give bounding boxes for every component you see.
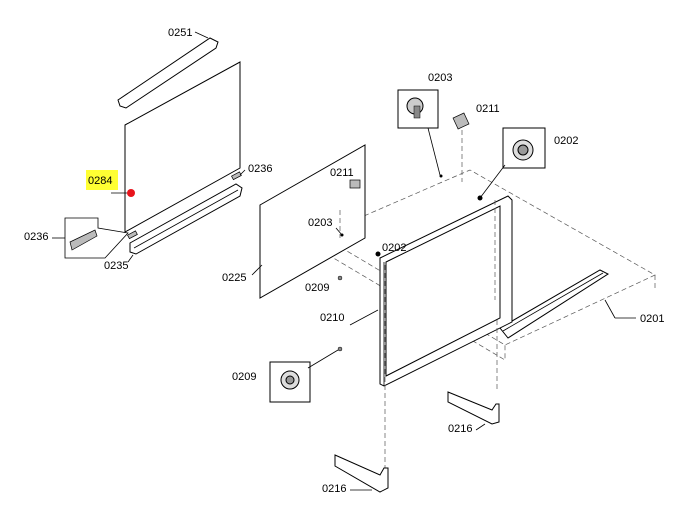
part-0236-detail[interactable] [52, 169, 246, 259]
part-0251-top-trim[interactable] [117, 31, 219, 109]
label-0225[interactable]: 0225 [222, 272, 246, 284]
label-0284[interactable]: 0284 [88, 175, 112, 187]
door-handle[interactable] [499, 269, 610, 339]
label-0251[interactable]: 0251 [168, 27, 192, 39]
part-0235-bottom-trim[interactable] [127, 171, 243, 263]
label-0201[interactable]: 0201 [640, 313, 664, 325]
part-0202-detail[interactable] [375, 127, 546, 257]
label-0202[interactable]: 0202 [554, 135, 578, 147]
label-0211[interactable]: 0211 [476, 103, 500, 115]
hinge-clip-0211 [349, 179, 361, 189]
part-0216-hinge[interactable] [334, 391, 500, 493]
part-0209-detail[interactable] [269, 275, 343, 403]
part-0210-door-frame[interactable] [349, 195, 513, 470]
part-0211-detail[interactable] [452, 112, 470, 182]
label-0216[interactable]: 0216 [448, 423, 472, 435]
label-0216[interactable]: 0216 [322, 483, 346, 495]
label-0202[interactable]: 0202 [382, 242, 406, 254]
label-0203[interactable]: 0203 [428, 72, 452, 84]
label-0209[interactable]: 0209 [232, 371, 256, 383]
part-0284-outer-glass[interactable] [124, 61, 241, 233]
label-0236[interactable]: 0236 [248, 163, 272, 175]
selected-part-marker [127, 189, 135, 197]
label-0210[interactable]: 0210 [320, 312, 344, 324]
label-0211[interactable]: 0211 [330, 167, 354, 179]
label-0203[interactable]: 0203 [308, 217, 332, 229]
part-0225-inner-glass[interactable] [251, 144, 366, 299]
label-0235[interactable]: 0235 [104, 260, 128, 272]
label-0236[interactable]: 0236 [24, 231, 48, 243]
part-0203-detail[interactable] [335, 89, 443, 237]
label-0209[interactable]: 0209 [305, 282, 329, 294]
label-highlight [86, 170, 118, 190]
